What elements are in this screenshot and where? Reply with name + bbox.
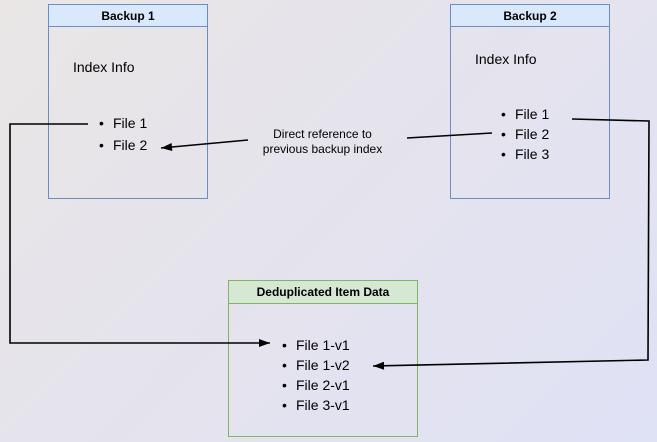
- list-item-label: File 3-v1: [296, 397, 350, 413]
- edge-label-line1: Direct reference to: [273, 127, 372, 141]
- bullet-icon: •: [501, 146, 506, 162]
- list-item: • File 1-v1: [282, 335, 350, 355]
- list-item: • File 1: [99, 112, 147, 134]
- edge-label-direct-reference: Direct reference to previous backup inde…: [240, 127, 405, 157]
- bullet-icon: •: [282, 397, 287, 413]
- list-item-label: File 2-v1: [296, 377, 350, 393]
- list-item: • File 1-v2: [282, 355, 350, 375]
- dedup-header: Deduplicated Item Data: [229, 281, 417, 304]
- bullet-icon: •: [99, 115, 104, 131]
- backup1-header: Backup 1: [49, 5, 207, 27]
- backup1-title: Backup 1: [101, 8, 155, 23]
- list-item: • File 2-v1: [282, 375, 350, 395]
- bullet-icon: •: [99, 137, 104, 153]
- list-item-label: File 1-v1: [296, 337, 350, 353]
- bullet-icon: •: [282, 377, 287, 393]
- list-item-label: File 2: [113, 137, 148, 153]
- list-item: • File 2: [501, 124, 549, 144]
- list-item: • File 3: [501, 144, 549, 164]
- list-item-label: File 1-v2: [296, 357, 350, 373]
- backup2-header: Backup 2: [451, 5, 609, 27]
- backup2-body-text: Index Info: [475, 51, 537, 67]
- bullet-icon: •: [501, 106, 506, 122]
- dedup-title: Deduplicated Item Data: [256, 285, 390, 299]
- backup1-file-list: • File 1 • File 2: [99, 112, 147, 156]
- list-item-label: File 3: [515, 146, 550, 162]
- list-item-label: File 1: [515, 106, 550, 122]
- backup2-title: Backup 2: [503, 8, 557, 23]
- list-item: • File 1: [501, 104, 549, 124]
- list-item: • File 3-v1: [282, 395, 350, 415]
- bullet-icon: •: [282, 337, 287, 353]
- backup1-body-text: Index Info: [73, 59, 135, 75]
- backup2-box: Backup 2 Index Info • File 1 • File 2 • …: [450, 4, 610, 199]
- bullet-icon: •: [501, 126, 506, 142]
- dedup-box: Deduplicated Item Data • File 1-v1 • Fil…: [228, 280, 418, 437]
- list-item-label: File 2: [515, 126, 550, 142]
- backup1-box: Backup 1 Index Info • File 1 • File 2: [48, 4, 208, 199]
- backup2-file-list: • File 1 • File 2 • File 3: [501, 104, 549, 164]
- list-item: • File 2: [99, 134, 147, 156]
- bullet-icon: •: [282, 357, 287, 373]
- list-item-label: File 1: [113, 115, 148, 131]
- dedup-file-list: • File 1-v1 • File 1-v2 • File 2-v1 • Fi…: [282, 335, 350, 415]
- edge-label-line2: previous backup index: [262, 142, 383, 156]
